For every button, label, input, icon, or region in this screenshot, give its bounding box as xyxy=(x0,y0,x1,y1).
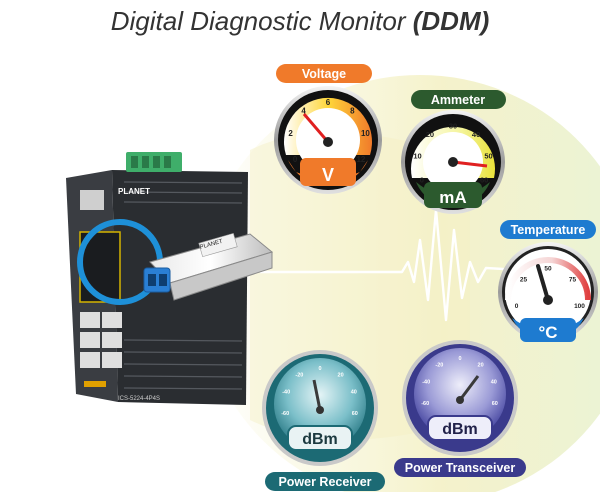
power-transceiver-tick-label: -60 xyxy=(421,401,429,407)
ethernet-ports xyxy=(80,312,122,368)
power-receiver-tick-label: -20 xyxy=(295,372,303,378)
power-receiver-tick-label: 0 xyxy=(318,366,321,372)
title-emphasis: (DDM) xyxy=(412,6,490,36)
voltage-tick-label: 2 xyxy=(288,129,293,138)
ammeter-tick-label: 20 xyxy=(426,130,434,139)
sfp-module: PLANET xyxy=(143,232,274,301)
ammeter-label-pill xyxy=(411,90,506,109)
power-transceiver-ticks: -60 -40 -20 0 20 40 60 xyxy=(421,356,498,407)
switch-model: ICS-5224-4P4S xyxy=(118,396,160,402)
ammeter-ticks: 0 10 20 30 40 50 60 xyxy=(413,122,492,185)
signal-waveform xyxy=(260,208,521,322)
title-main: Digital Diagnostic Monitor xyxy=(110,6,406,36)
power-receiver-unit: dBm xyxy=(302,431,338,448)
power-transceiver-label-pill xyxy=(394,458,526,477)
power-transceiver-tick-label: 40 xyxy=(491,380,497,386)
ammeter-gauge: mA 0 10 20 30 40 50 60 xyxy=(401,110,505,214)
temperature-ticks: 0 25 50 75 100 xyxy=(515,265,586,310)
switch-brand: PLANET xyxy=(118,187,150,196)
power-transceiver-tick-label: 0 xyxy=(458,356,461,362)
power-transceiver-tick-label: -40 xyxy=(422,380,430,386)
temperature-tick-label: 0 xyxy=(515,303,519,310)
voltage-gauge: V 0 2 4 6 8 10 12 xyxy=(274,86,382,194)
ammeter-unit: mA xyxy=(439,188,466,207)
power-receiver-label: Power Receiver xyxy=(278,475,371,489)
temperature-unit: °C xyxy=(538,323,557,342)
ammeter-tick-label: 10 xyxy=(413,151,421,160)
ammeter-label: Ammeter xyxy=(431,93,485,107)
temperature-tick-label: 100 xyxy=(574,303,585,310)
temperature-needle xyxy=(536,264,550,302)
power-transceiver-tick-label: 20 xyxy=(478,362,484,368)
ammeter-tick-label: 0 xyxy=(420,176,424,185)
voltage-tick-label: 0 xyxy=(293,155,298,164)
ammeter-tick-label: 50 xyxy=(484,151,492,160)
temperature-gauge: °C 0 25 50 75 100 xyxy=(498,242,598,342)
page-title: Digital Diagnostic Monitor (DDM) xyxy=(0,6,600,37)
power-transceiver-unit: dBm xyxy=(442,421,478,438)
ammeter-tick-label: 40 xyxy=(472,130,480,139)
power-transceiver-gauge: dBm -60 -40 -20 0 20 40 60 xyxy=(402,340,518,456)
power-receiver-tick-label: 60 xyxy=(352,411,358,417)
power-transceiver-needle xyxy=(458,375,480,401)
ammeter-needle xyxy=(452,160,488,168)
temperature-label: Temperature xyxy=(511,223,586,237)
power-receiver-needle xyxy=(312,379,322,411)
temperature-tick-label: 50 xyxy=(544,265,552,272)
ammeter-tick-label: 30 xyxy=(449,122,457,131)
power-receiver-tick-label: 20 xyxy=(338,372,344,378)
voltage-label: Voltage xyxy=(302,67,346,81)
temperature-tick-label: 25 xyxy=(520,277,528,284)
power-receiver-tick-label: -60 xyxy=(281,411,289,417)
power-receiver-tick-label: 40 xyxy=(351,390,357,396)
ammeter-tick-label: 60 xyxy=(480,176,488,185)
voltage-label-pill xyxy=(276,64,372,83)
power-receiver-tick-label: -40 xyxy=(282,390,290,396)
voltage-unit: V xyxy=(322,165,334,185)
temperature-tick-label: 75 xyxy=(569,277,577,284)
console-port xyxy=(80,190,104,210)
voltage-tick-label: 8 xyxy=(350,107,355,116)
power-transceiver-tick-label: 60 xyxy=(492,401,498,407)
voltage-needle xyxy=(302,113,330,143)
voltage-tick-label: 4 xyxy=(301,107,306,116)
voltage-tick-label: 6 xyxy=(326,98,331,107)
power-receiver-ticks: -60 -40 -20 0 20 40 60 xyxy=(281,366,358,417)
temperature-label-pill xyxy=(500,220,596,239)
power-transceiver-label: Power Transceiver xyxy=(405,461,516,475)
power-transceiver-tick-label: -20 xyxy=(435,362,443,368)
voltage-tick-label: 12 xyxy=(356,155,365,164)
voltage-tick-label: 10 xyxy=(361,129,370,138)
power-receiver-label-pill xyxy=(265,472,385,491)
voltage-ticks: 0 2 4 6 8 10 12 xyxy=(288,98,370,164)
power-receiver-gauge: dBm -60 -40 -20 0 20 40 60 xyxy=(262,350,378,466)
